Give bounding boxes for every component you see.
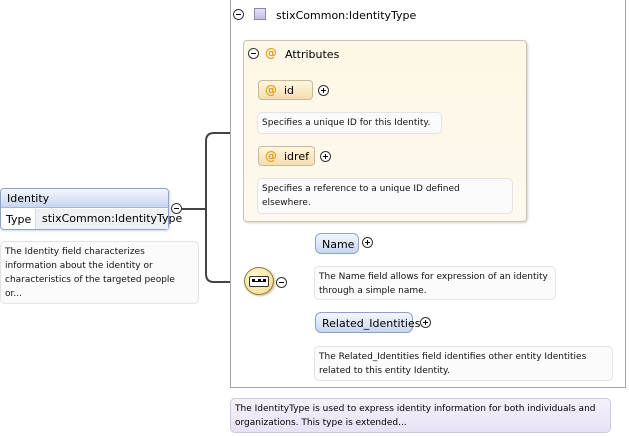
identity-description: The Identity field characterizes informa… [0, 241, 199, 304]
expand-idref-toggle[interactable] [320, 151, 331, 162]
collapse-type-toggle[interactable] [233, 9, 244, 20]
identity-type-value: stixCommon:IdentityType [35, 209, 182, 229]
attribute-icon: @ [265, 149, 277, 163]
type-description: The IdentityType is used to express iden… [230, 398, 611, 433]
identity-element-name: Identity [1, 189, 168, 208]
complex-type-icon [254, 8, 266, 20]
attribute-id[interactable]: @ id [258, 80, 313, 100]
element-name[interactable]: Name [315, 233, 359, 254]
collapse-identity-toggle[interactable] [171, 203, 182, 214]
attribute-label: id [284, 84, 295, 97]
attribute-group-icon: @ [265, 46, 277, 60]
element-related-identities[interactable]: Related_Identities [315, 312, 420, 333]
expand-related-identities-toggle[interactable] [420, 317, 431, 328]
expand-name-toggle[interactable] [362, 237, 373, 248]
attribute-idref-description: Specifies a reference to a unique ID def… [257, 178, 513, 214]
collapse-sequence-toggle[interactable] [276, 277, 287, 288]
attribute-idref[interactable]: @ idref [258, 146, 315, 166]
attribute-label: idref [284, 150, 309, 163]
attribute-icon: @ [265, 83, 277, 97]
name-description: The Name field allows for expression of … [314, 266, 556, 300]
type-title: stixCommon:IdentityType [276, 9, 417, 22]
sequence-compositor-icon [249, 276, 269, 287]
attributes-title: Attributes [285, 48, 340, 61]
identity-type-key: Type [6, 213, 32, 226]
related-identities-description: The Related_Identities field identifies … [314, 346, 613, 381]
expand-id-toggle[interactable] [318, 85, 329, 96]
attribute-id-description: Specifies a unique ID for this Identity. [257, 112, 442, 134]
collapse-attributes-toggle[interactable] [248, 48, 259, 59]
